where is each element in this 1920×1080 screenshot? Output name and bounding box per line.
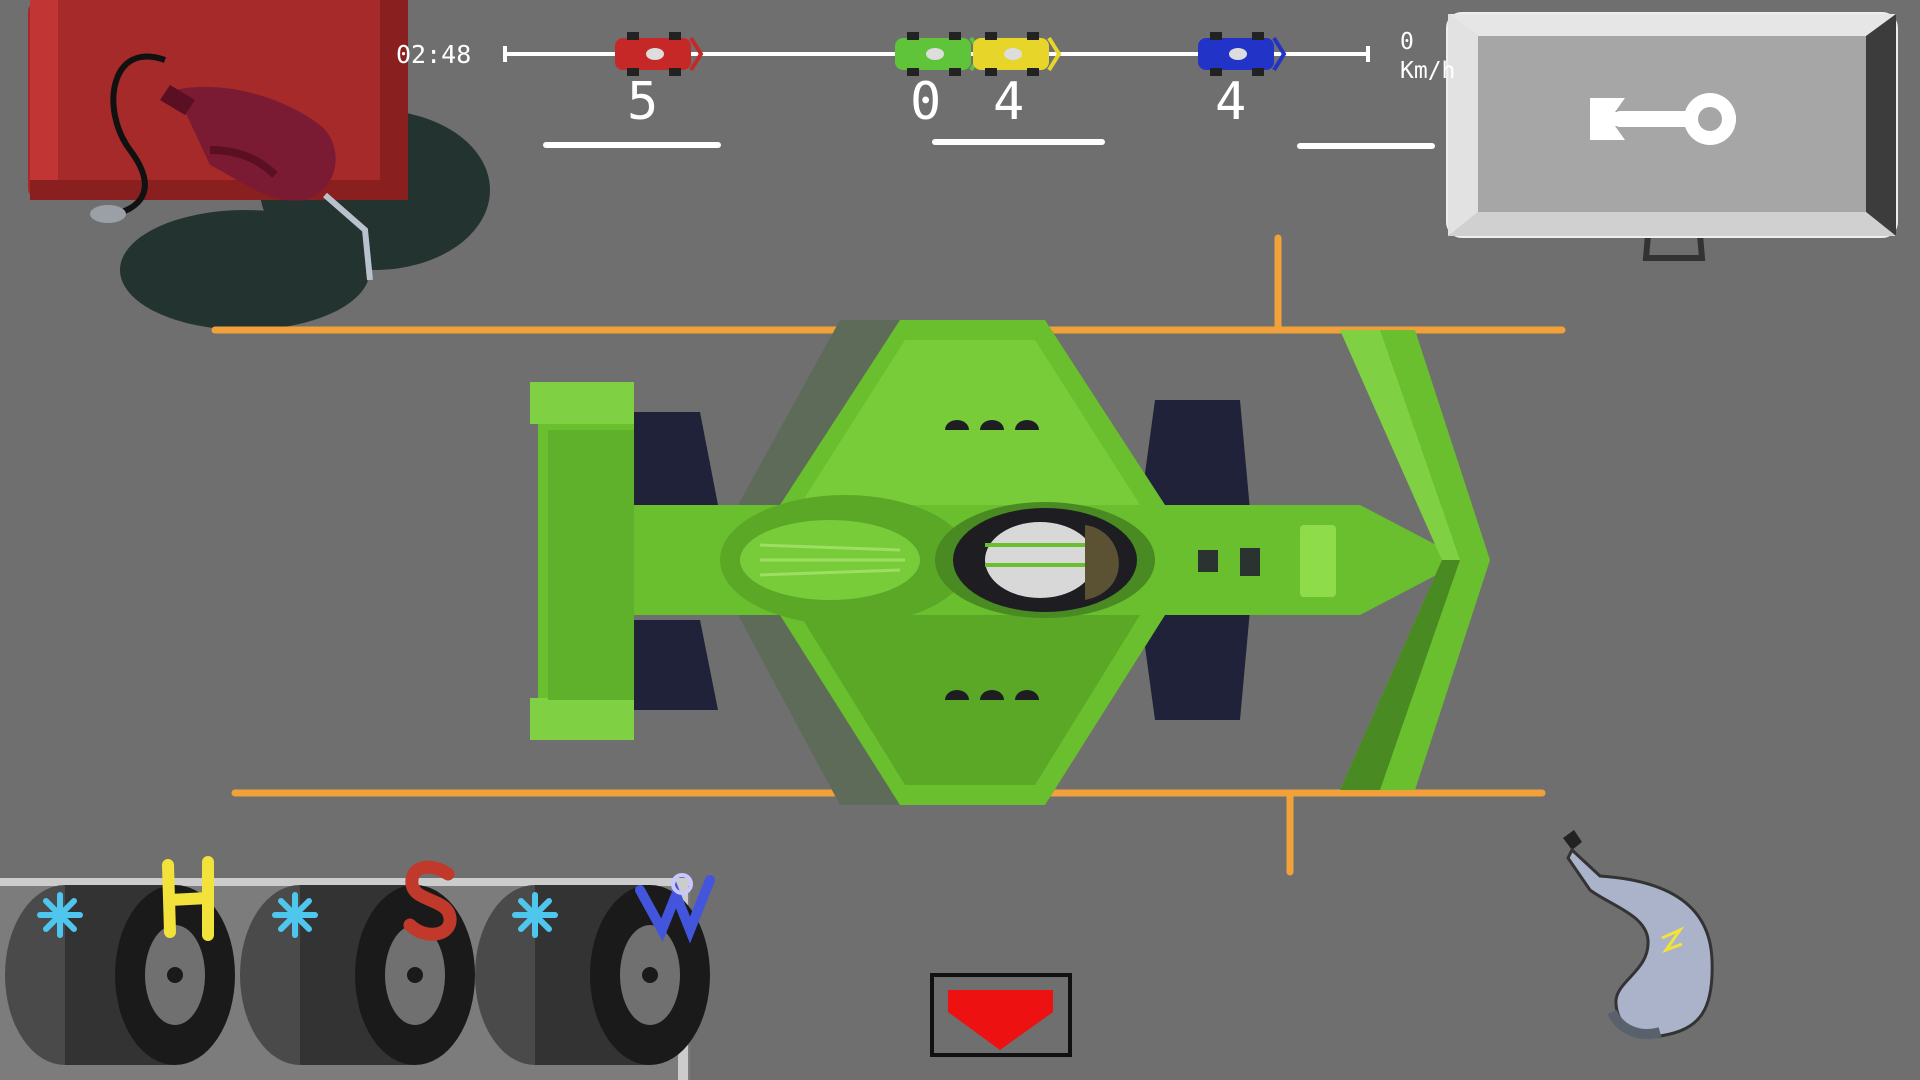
wrench-icon bbox=[1590, 93, 1736, 145]
snowflake-icon bbox=[37, 892, 83, 938]
tire-stack-soft[interactable] bbox=[240, 885, 475, 1065]
car-position-blue: 4 bbox=[1215, 72, 1247, 132]
race-timer: 02:48 bbox=[396, 40, 472, 69]
tire-stack-hard[interactable] bbox=[5, 885, 235, 1065]
fuel-nozzle-icon bbox=[160, 85, 373, 281]
drink-bottle-icon[interactable] bbox=[1563, 830, 1714, 1039]
compound-letter-s bbox=[403, 860, 457, 941]
compound-letter-w bbox=[635, 873, 715, 944]
speed-value: 0 bbox=[1400, 29, 1414, 55]
repair-toolbox[interactable] bbox=[1446, 12, 1898, 261]
car-position-red: 5 bbox=[627, 72, 659, 132]
down-arrow-icon bbox=[948, 990, 1053, 1050]
mini-car-yellow bbox=[973, 32, 1062, 76]
fuel-station[interactable] bbox=[28, 0, 490, 330]
mini-car-red bbox=[615, 32, 704, 76]
lane-markings bbox=[543, 139, 1435, 149]
snowflake-icon bbox=[512, 892, 558, 938]
exit-pit-button[interactable] bbox=[930, 973, 1072, 1057]
player-race-car[interactable] bbox=[530, 320, 1490, 805]
speed-unit: Km/h bbox=[1400, 58, 1456, 84]
snowflake-icon bbox=[272, 892, 318, 938]
car-position-green: 0 bbox=[910, 72, 942, 132]
car-position-yellow: 4 bbox=[993, 72, 1025, 132]
mini-car-blue bbox=[1198, 32, 1287, 76]
compound-letter-h bbox=[162, 856, 214, 941]
tire-stack-wet[interactable] bbox=[475, 885, 710, 1065]
